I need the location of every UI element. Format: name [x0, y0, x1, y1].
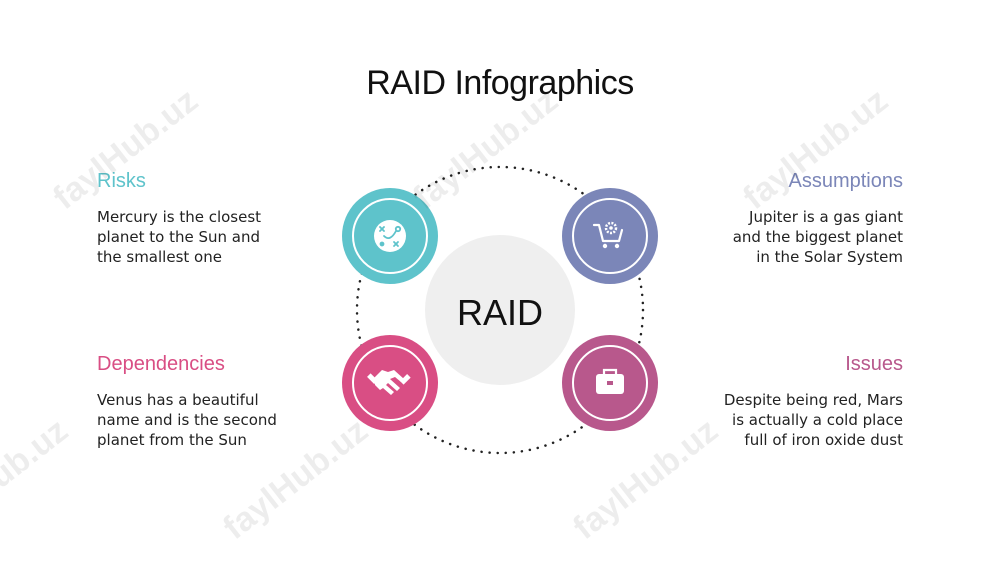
briefcase-icon: [596, 368, 624, 394]
risks-node: [342, 188, 438, 284]
center-circle: [425, 235, 575, 385]
page-title: RAID Infographics: [366, 64, 634, 102]
issues-node: [562, 335, 658, 431]
strategy-icon: [374, 220, 406, 252]
dependencies-text: Venus has a beautiful name and is the se…: [97, 391, 277, 449]
issues-text: Despite being red, Mars is actually a co…: [723, 391, 903, 449]
risks-text: Mercury is the closest planet to the Sun…: [97, 208, 262, 266]
dependencies-node: [342, 335, 438, 431]
assumptions-text: Jupiter is a gas giant and the biggest p…: [732, 208, 903, 266]
dependencies-heading: Dependencies: [97, 353, 225, 375]
handshake-icon: [367, 370, 411, 395]
assumptions-block: Assumptions Jupiter is a gas giant and t…: [688, 170, 903, 267]
assumptions-heading: Assumptions: [788, 170, 904, 192]
issues-block: Issues Despite being red, Mars is actual…: [688, 353, 903, 450]
center-label: RAID: [457, 292, 543, 333]
risks-heading: Risks: [97, 170, 146, 192]
issues-heading: Issues: [845, 353, 903, 375]
dotted-ring: [355, 165, 645, 455]
risks-block: Risks Mercury is the closest planet to t…: [97, 170, 312, 267]
assumptions-node: [562, 188, 658, 284]
cart-gear-icon: [592, 221, 624, 249]
dependencies-block: Dependencies Venus has a beautiful name …: [97, 353, 312, 450]
